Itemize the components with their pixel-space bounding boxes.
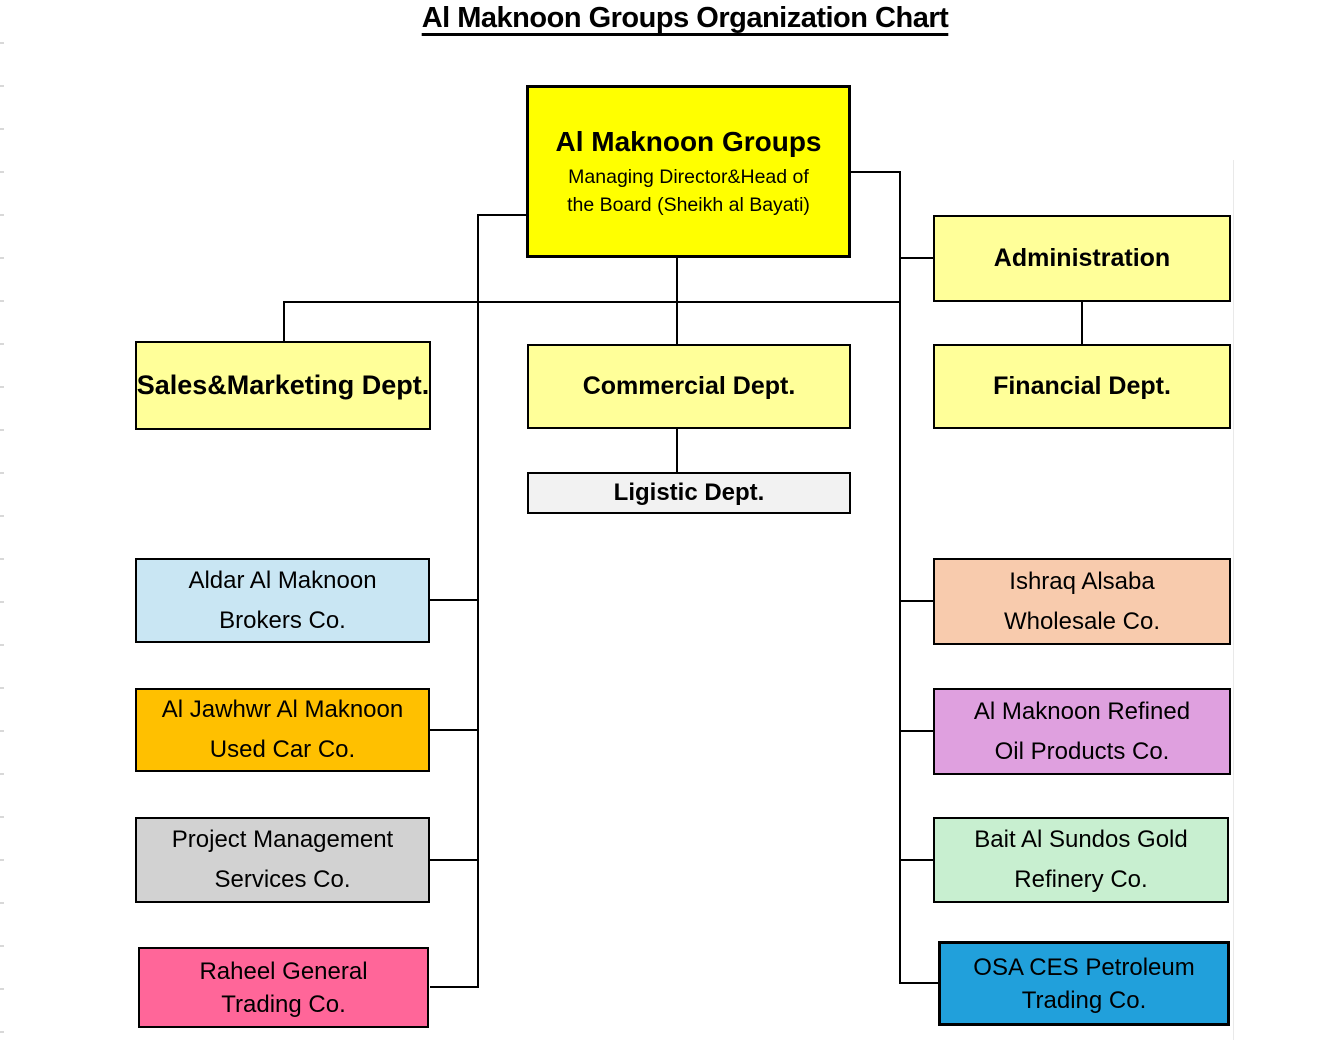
- dept-financial: Financial Dept.: [933, 344, 1231, 429]
- connector-dept-row: [283, 301, 899, 303]
- company-refined-oil-line1: Al Maknoon Refined: [973, 697, 1191, 725]
- dept-commercial: Commercial Dept.: [527, 344, 851, 429]
- company-bait-gold-refinery: Bait Al Sundos Gold Refinery Co.: [933, 817, 1229, 903]
- company-ishraq-wholesale: Ishraq Alsaba Wholesale Co.: [933, 558, 1231, 645]
- company-refined-oil: Al Maknoon Refined Oil Products Co.: [933, 688, 1231, 775]
- connector-left-trunk: [477, 214, 479, 988]
- page-title: Al Maknoon Groups Organization Chart: [421, 2, 949, 34]
- company-osa-petroleum: OSA CES Petroleum Trading Co.: [938, 941, 1230, 1026]
- root-node-title: Al Maknoon Groups: [555, 125, 822, 157]
- company-jawhwr-line1: Al Jawhwr Al Maknoon: [161, 696, 404, 723]
- connector-root-to-commercial: [676, 258, 678, 344]
- root-node-subtitle-line1: Managing Director&Head of: [568, 165, 809, 188]
- company-project-management: Project Management Services Co.: [135, 817, 430, 903]
- connector-to-administration: [899, 257, 933, 259]
- company-raheel-trading: Raheel General Trading Co.: [138, 947, 429, 1028]
- company-project-line2: Services Co.: [214, 866, 351, 893]
- company-jawhwr-used-car: Al Jawhwr Al Maknoon Used Car Co.: [135, 688, 430, 772]
- company-aldar-line2: Brokers Co.: [219, 606, 346, 634]
- connector-to-sales-marketing: [283, 301, 285, 341]
- dept-financial-label: Financial Dept.: [993, 372, 1171, 400]
- dept-administration-label: Administration: [993, 244, 1171, 272]
- dept-ligistic: Ligistic Dept.: [527, 472, 851, 514]
- connector-to-refined-oil: [899, 730, 933, 732]
- dept-commercial-label: Commercial Dept.: [582, 372, 796, 400]
- root-node: Al Maknoon Groups Managing Director&Head…: [526, 85, 851, 258]
- connector-to-osa: [899, 982, 938, 984]
- connector-to-raheel: [430, 986, 477, 988]
- company-raheel-line1: Raheel General: [199, 957, 368, 985]
- connector-to-project: [430, 859, 477, 861]
- faint-gridline-vertical: [1233, 160, 1234, 1040]
- company-refined-oil-line2: Oil Products Co.: [994, 737, 1170, 765]
- company-osa-line2: Trading Co.: [1021, 986, 1147, 1014]
- spreadsheet-row-ticks: [0, 42, 4, 1047]
- connector-to-aldar: [430, 599, 477, 601]
- company-project-line1: Project Management: [171, 826, 394, 853]
- company-aldar-line1: Aldar Al Maknoon: [188, 566, 377, 594]
- dept-ligistic-label: Ligistic Dept.: [613, 479, 765, 506]
- connector-to-ishraq: [899, 600, 933, 602]
- connector-root-right: [851, 171, 899, 173]
- dept-sales-marketing: Sales&Marketing Dept.: [135, 341, 431, 430]
- connector-to-jawhwr: [430, 729, 477, 731]
- company-bait-line1: Bait Al Sundos Gold: [974, 826, 1188, 853]
- connector-administration-to-financial: [1081, 302, 1083, 344]
- connector-right-trunk: [899, 171, 901, 984]
- company-raheel-line2: Trading Co.: [221, 990, 346, 1018]
- dept-sales-marketing-label: Sales&Marketing Dept.: [136, 370, 430, 400]
- connector-to-bait: [899, 859, 933, 861]
- company-ishraq-line2: Wholesale Co.: [1003, 607, 1161, 635]
- connector-root-left: [477, 214, 526, 216]
- company-osa-line1: OSA CES Petroleum: [973, 953, 1195, 981]
- company-ishraq-line1: Ishraq Alsaba: [1009, 567, 1155, 595]
- connector-commercial-to-ligistic: [676, 429, 678, 472]
- company-jawhwr-line2: Used Car Co.: [209, 736, 356, 763]
- company-bait-line2: Refinery Co.: [1014, 866, 1148, 893]
- company-aldar-brokers: Aldar Al Maknoon Brokers Co.: [135, 558, 430, 643]
- dept-administration: Administration: [933, 215, 1231, 302]
- root-node-subtitle-line2: the Board (Sheikh al Bayati): [567, 193, 810, 216]
